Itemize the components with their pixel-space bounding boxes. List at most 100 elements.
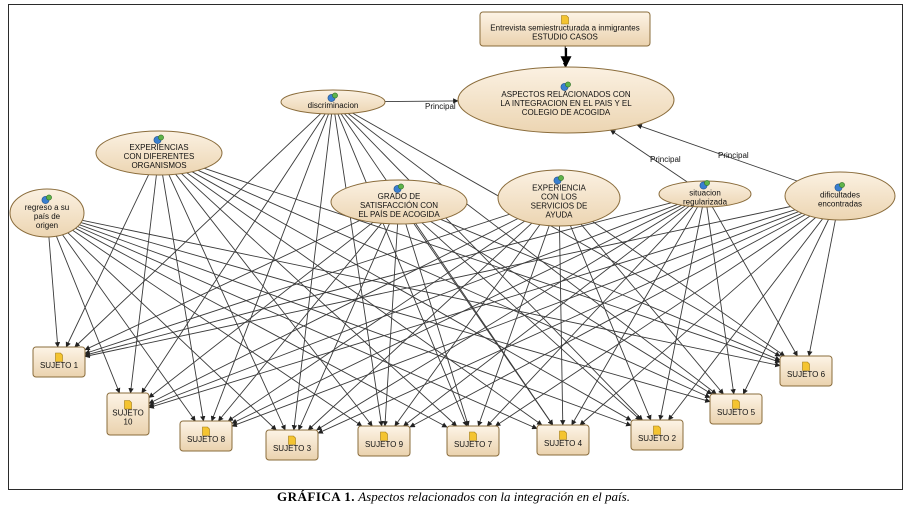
node-box: [536, 424, 590, 456]
node-label-line: AYUDA: [546, 211, 574, 220]
edge-servicios-s10: [148, 218, 519, 404]
edge-experiencias-s1: [65, 174, 150, 348]
edge-situacion-s5: [706, 206, 736, 395]
edge-regreso-s1: [48, 236, 61, 348]
document-icon: [288, 435, 296, 445]
node-label-line: SERVICIOS DE: [531, 202, 588, 211]
node-label-line: origen: [36, 221, 58, 230]
edge-label-dificultades_aspectos: Principal: [718, 151, 749, 160]
node-label-line: regreso a su: [25, 203, 69, 212]
edge-situacion-s8: [231, 204, 682, 424]
node-label-line: SUJETO 4: [544, 439, 583, 448]
node-label-line: CON DIFERENTES: [124, 152, 195, 161]
node-label-line: EXPERIENCIAS: [129, 143, 188, 152]
edge-situacion-aspectos: [610, 129, 688, 183]
node-label-line: GRADO DE: [378, 192, 421, 201]
node-ellipse: [9, 188, 85, 238]
node-s4[interactable]: SUJETO 4: [536, 424, 590, 456]
node-s1[interactable]: SUJETO 1: [32, 346, 86, 378]
node-entrevista[interactable]: Entrevista semiestructurada a inmigrante…: [479, 11, 651, 47]
node-label-line: Entrevista semiestructurada a inmigrante…: [490, 24, 639, 33]
node-label-line: ESTUDIO CASOS: [532, 33, 598, 42]
node-label: SUJETO 8: [187, 435, 226, 444]
network-icon: [41, 194, 52, 204]
network-icon: [560, 81, 571, 91]
edge-situacion-s9: [403, 205, 690, 427]
document-icon: [469, 431, 477, 441]
edge-experiencias-s2: [191, 171, 632, 421]
document-icon: [202, 426, 210, 436]
node-box: [179, 420, 233, 452]
node-s3[interactable]: SUJETO 3: [265, 429, 319, 461]
edge-regreso-s6: [82, 219, 781, 368]
edge-dificultades-s7: [495, 215, 811, 427]
edge-grado-s6: [440, 218, 781, 361]
nodes-layer: Entrevista semiestructurada a inmigrante…: [9, 11, 896, 461]
node-s2[interactable]: SUJETO 2: [630, 419, 684, 451]
node-label-line: encontradas: [818, 200, 862, 209]
edge-dificultades-s2: [668, 218, 823, 421]
edge-grado-s3: [298, 223, 390, 431]
document-icon: [802, 361, 810, 371]
node-label-line: ASPECTOS RELACIONADOS CON: [501, 90, 630, 99]
edge-grado-s9: [382, 223, 399, 427]
node-label-line: SUJETO 6: [787, 370, 826, 379]
node-discriminacion[interactable]: discriminacion: [280, 89, 386, 115]
node-box: [265, 429, 319, 461]
node-label-line: dificultades: [820, 191, 860, 200]
edge-grado-s4: [413, 223, 554, 426]
node-label-line: SUJETO 3: [273, 444, 312, 453]
node-label: SUJETO 9: [365, 440, 404, 449]
edge-situacion-s4: [571, 206, 698, 426]
edge-situacion-s10: [148, 203, 678, 407]
edge-dificultades-s3: [317, 212, 803, 434]
caption-text: Aspectos relacionados con la integración…: [358, 489, 630, 504]
node-label: SUJETO 5: [717, 408, 756, 417]
node-label-line: SUJETO 5: [717, 408, 756, 417]
edge-experiencias-s10: [128, 174, 157, 394]
document-icon: [732, 399, 740, 409]
figure-caption: GRÁFICA 1. Aspectos relacionados con la …: [0, 488, 907, 506]
edge-grado-s10: [148, 221, 374, 398]
node-s7[interactable]: SUJETO 7: [446, 425, 500, 457]
node-s8[interactable]: SUJETO 8: [179, 420, 233, 452]
node-label-line: SATISFACCIÓN CON: [360, 201, 438, 210]
node-ellipse: [784, 171, 896, 221]
node-label: SUJETO 2: [638, 434, 677, 443]
node-box: [479, 11, 651, 47]
node-s6[interactable]: SUJETO 6: [779, 355, 833, 387]
node-box: [779, 355, 833, 387]
edge-label-situacion_aspectos: Principal: [650, 155, 681, 164]
edge-dificultades-s6: [807, 219, 836, 357]
edge-regreso-s10: [55, 236, 121, 394]
node-label-line: LA INTEGRACION EN EL PAIS Y EL: [500, 99, 632, 108]
node-s9[interactable]: SUJETO 9: [357, 425, 411, 457]
edge-dificultades-aspectos: [636, 123, 798, 182]
edge-discriminacion-s2: [344, 113, 643, 421]
node-ellipse: [497, 169, 621, 227]
edge-servicios-s2: [569, 225, 652, 421]
node-label: SUJETO 4: [544, 439, 583, 448]
edge-servicios-s8: [227, 220, 525, 422]
node-label-line: SUJETO 8: [187, 435, 226, 444]
document-icon: [653, 425, 661, 435]
edge-label-discriminacion_aspectos: Principal: [425, 102, 456, 111]
edge-dificultades-s5: [742, 219, 829, 395]
node-label-line: situacion: [689, 189, 721, 198]
edge-grado-s2: [421, 222, 641, 421]
node-ellipse: [457, 66, 675, 134]
node-s5[interactable]: SUJETO 5: [709, 393, 763, 425]
edge-dificultades-s8: [231, 211, 799, 428]
